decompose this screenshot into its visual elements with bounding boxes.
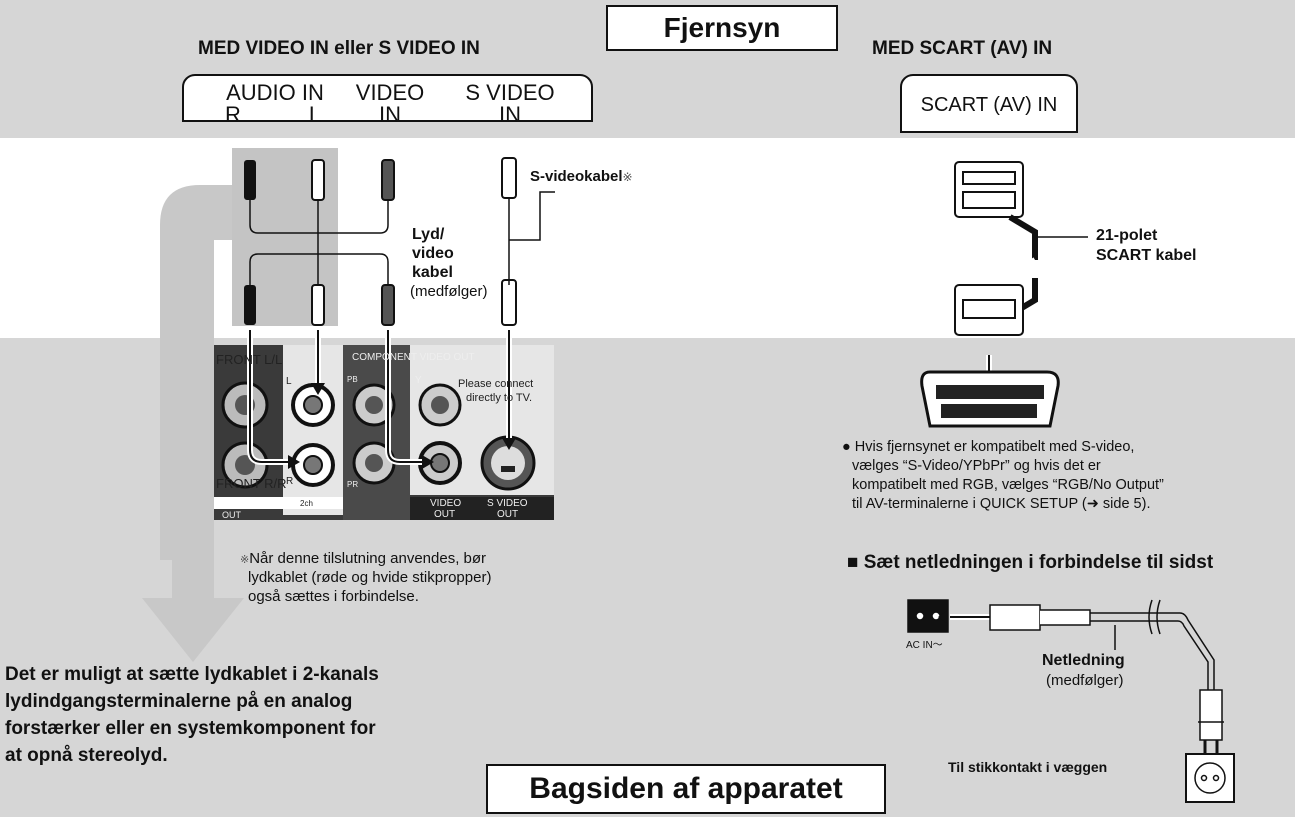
footnote-mark: ※ — [240, 554, 250, 566]
scart-cable — [954, 161, 1088, 394]
audio-in-label: AUDIO IN — [226, 80, 324, 105]
big-arrow-head — [142, 598, 244, 662]
wall-socket-label: Til stikkontakt i væggen — [948, 759, 1108, 775]
component-label: COMPONENT VIDEO OUT — [352, 352, 475, 363]
left-heading: MED VIDEO IN eller S VIDEO IN — [198, 38, 480, 59]
scart-in-label: SCART (AV) IN — [920, 94, 1058, 116]
l-label: L — [286, 376, 292, 387]
video-out-label-1: VIDEO — [430, 498, 462, 509]
av-cable-label-3: kabel — [412, 264, 453, 281]
av-cable-label-2: video — [412, 245, 454, 262]
s-video-cable-label: S-videokabel※ — [530, 168, 633, 185]
please-connect-label: Please connect — [458, 378, 534, 390]
power-heading: ■ Sæt netledningen i forbindelse til sid… — [847, 552, 1214, 573]
r-label: R — [286, 476, 294, 487]
audio-r-label: R — [225, 102, 241, 127]
video-label: VIDEO — [355, 80, 425, 105]
footnote-line-3: også sættes i forbindelse. — [248, 588, 419, 605]
scart-socket — [920, 370, 1060, 428]
front-rr-label: FRONT R/R — [216, 476, 287, 491]
cables — [249, 191, 555, 285]
netledning-label: Netledning — [1042, 652, 1125, 669]
scart-note-1: ● Hvis fjernsynet er kompatibelt med S-v… — [842, 439, 1135, 455]
s-video-cable-text: S-videokabel — [530, 168, 623, 185]
right-heading: MED SCART (AV) IN — [872, 38, 1053, 59]
scart-cable-label-1: 21-polet — [1096, 227, 1158, 244]
unit-jacks — [221, 381, 536, 491]
scart-note-2: vælges “S-Video/YPbPr” og hvis det er — [852, 458, 1101, 474]
tv-panel-right — [900, 74, 1078, 133]
bottom-text-4: at opnå stereolyd. — [5, 745, 168, 766]
bottom-text-1: Det er muligt at sætte lydkablet i 2-kan… — [5, 664, 379, 685]
video-in-label: IN — [379, 102, 401, 127]
tv-title: Fjernsyn — [606, 5, 838, 51]
s-video-out-label-1: S VIDEO — [487, 498, 528, 509]
directly-tv-label: directly to TV. — [466, 392, 533, 404]
audio-l-label: L — [308, 102, 322, 127]
pb-label: PB — [347, 375, 358, 384]
footnote-line-1: ※Når denne tilslutning anvendes, bør — [240, 550, 486, 567]
s-video-label: S VIDEO — [465, 80, 555, 105]
y-label: Y — [415, 375, 422, 386]
scart-note-4: til AV-terminalerne i QUICK SETUP (➜ sid… — [852, 496, 1151, 512]
pr-label: PR — [347, 480, 359, 489]
av-plugs-bottom — [244, 279, 517, 326]
s-video-in-label: IN — [499, 102, 521, 127]
ch2-label: 2ch — [300, 499, 313, 508]
s-video-out-label-2: OUT — [497, 509, 519, 520]
front-ll-label: FRONT L/L — [216, 352, 283, 367]
bottom-text-2: lydindgangsterminalerne på en analog — [5, 691, 353, 712]
s-video-cable-mark: ※ — [622, 170, 633, 184]
big-arrow-shaft — [172, 230, 214, 600]
netledning-note: (medfølger) — [1046, 672, 1124, 689]
scart-cable-label-2: SCART kabel — [1096, 247, 1197, 264]
footnote-text-1: Når denne tilslutning anvendes, bør — [249, 550, 487, 567]
bottom-text-3: forstærker eller en systemkomponent for — [5, 718, 376, 739]
out-label: OUT — [222, 510, 241, 520]
footnote-line-2: lydkablet (røde og hvide stikpropper) — [248, 569, 492, 586]
av-cable-label-1: Lyd/ — [412, 226, 445, 243]
scart-note-3: kompatibelt med RGB, vælges “RGB/No Outp… — [852, 477, 1164, 493]
video-out-label-2: OUT — [434, 509, 456, 520]
power-cord — [907, 599, 1235, 803]
rear-title: Bagsiden af apparatet — [486, 764, 886, 814]
ac-in-label: AC IN～ — [906, 640, 943, 651]
tv-panel-left — [182, 74, 593, 122]
av-cable-note: (medfølger) — [410, 283, 488, 300]
big-down-arrow-stem — [172, 190, 240, 240]
rear-unit-panel — [214, 345, 554, 520]
av-plugs-top — [244, 157, 517, 201]
